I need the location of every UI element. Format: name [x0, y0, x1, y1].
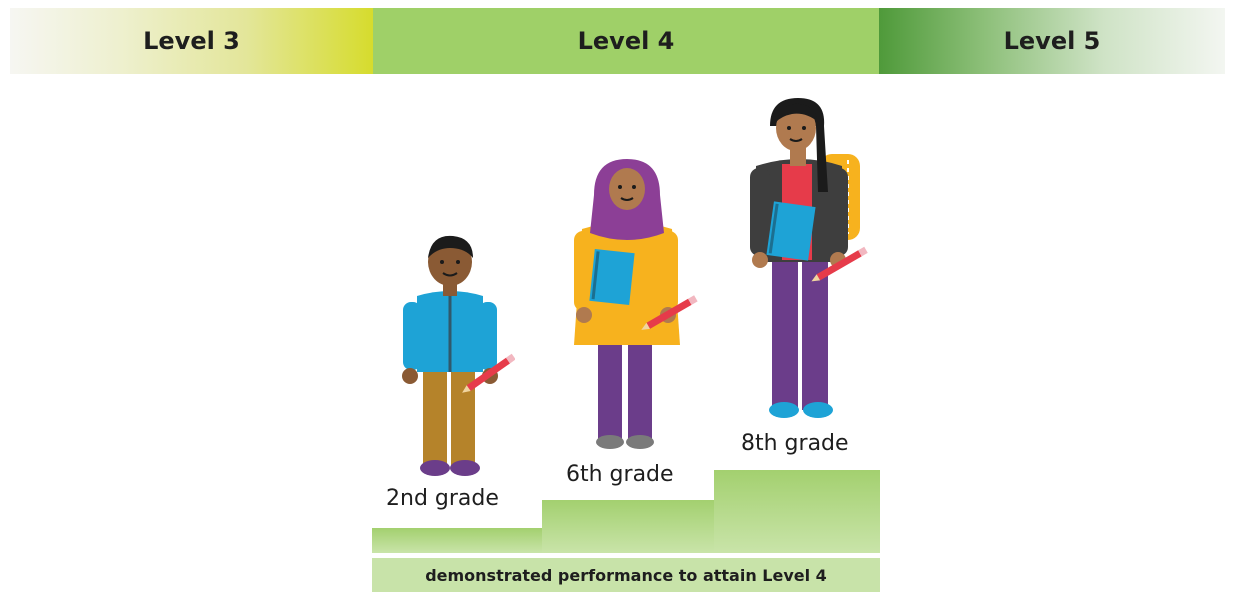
level-4-band: Level 4 — [373, 8, 879, 74]
step-6th-grade — [542, 500, 714, 553]
step-8th-grade — [714, 470, 880, 553]
eighth-grade-student-illustration — [750, 98, 868, 418]
sixth-grade-student-illustration — [574, 159, 698, 449]
step-2nd-grade — [372, 528, 542, 553]
second-grade-student-illustration — [402, 235, 515, 476]
grade-label-2nd: 2nd grade — [386, 486, 499, 511]
level-3-label: Level 3 — [143, 27, 240, 55]
caption-text: demonstrated performance to attain Level… — [425, 565, 827, 585]
grade-label-8th: 8th grade — [741, 431, 849, 456]
level-3-band: Level 3 — [10, 8, 373, 74]
level-5-label: Level 5 — [1003, 27, 1101, 55]
caption-bar: demonstrated performance to attain Level… — [372, 558, 880, 592]
grade-label-6th: 6th grade — [566, 462, 674, 487]
level-5-band: Level 5 — [879, 8, 1225, 74]
level-4-label: Level 4 — [577, 27, 675, 55]
